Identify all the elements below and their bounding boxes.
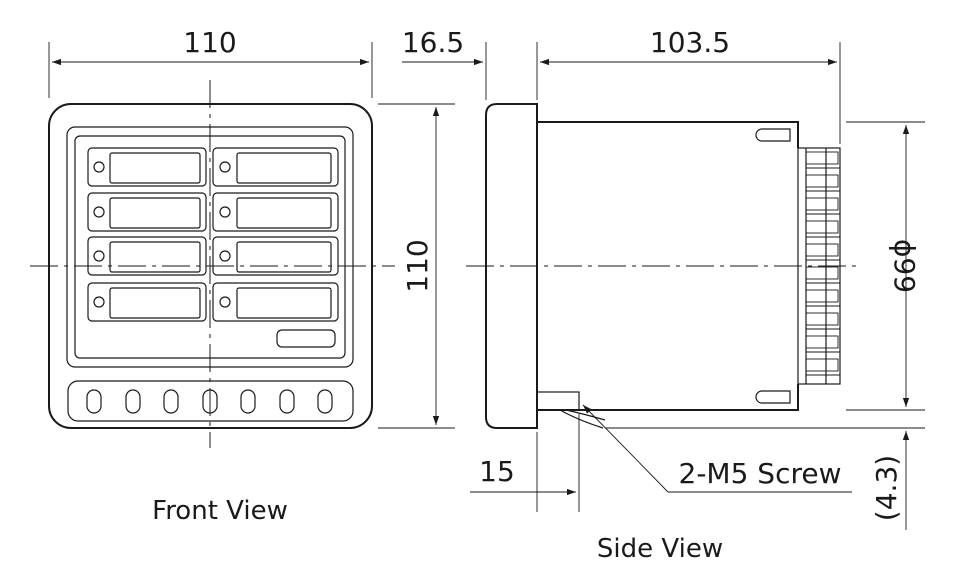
key-7 (317, 389, 333, 414)
front-width-label: 110 (183, 26, 236, 59)
front-view-label: Front View (152, 496, 288, 526)
front-view: 110 110 Front View (30, 26, 455, 526)
mounting-slot-bottom (755, 390, 791, 404)
front-label-plate (276, 329, 336, 348)
annunciator-window-8 (212, 282, 339, 322)
mounting-slot-top (755, 128, 791, 142)
side-view-label: Side View (597, 534, 723, 564)
screw-bracket (536, 391, 606, 429)
key-2 (125, 389, 141, 414)
side-case-body (537, 121, 799, 411)
bottom-offset-label: (4.3) (870, 455, 903, 521)
key-1 (86, 389, 102, 414)
body-diameter-label: ϕ99 (888, 239, 921, 293)
key-5 (240, 389, 256, 414)
screw-leader-arrow (582, 404, 669, 493)
key-3 (163, 389, 179, 414)
annunciator-window-1 (87, 147, 207, 187)
body-depth-label: 103.5 (650, 26, 730, 59)
annunciator-window-3 (87, 192, 207, 232)
side-view: 16.5 103.5 ϕ99 (4.3) 15 2-M5 Screw Side … (402, 26, 925, 564)
annunciator-window-4 (212, 192, 339, 232)
side-bezel (485, 103, 538, 429)
front-height-label: 110 (401, 239, 434, 292)
key-6 (279, 389, 295, 414)
annunciator-window-6 (212, 236, 339, 276)
annunciator-window-2 (212, 147, 339, 187)
annunciator-window-7 (87, 282, 207, 322)
annunciator-window-5 (87, 236, 207, 276)
screw-offset-label: 15 (479, 455, 515, 488)
bezel-depth-label: 16.5 (402, 26, 464, 59)
screw-callout-label: 2-M5 Screw (679, 457, 842, 490)
